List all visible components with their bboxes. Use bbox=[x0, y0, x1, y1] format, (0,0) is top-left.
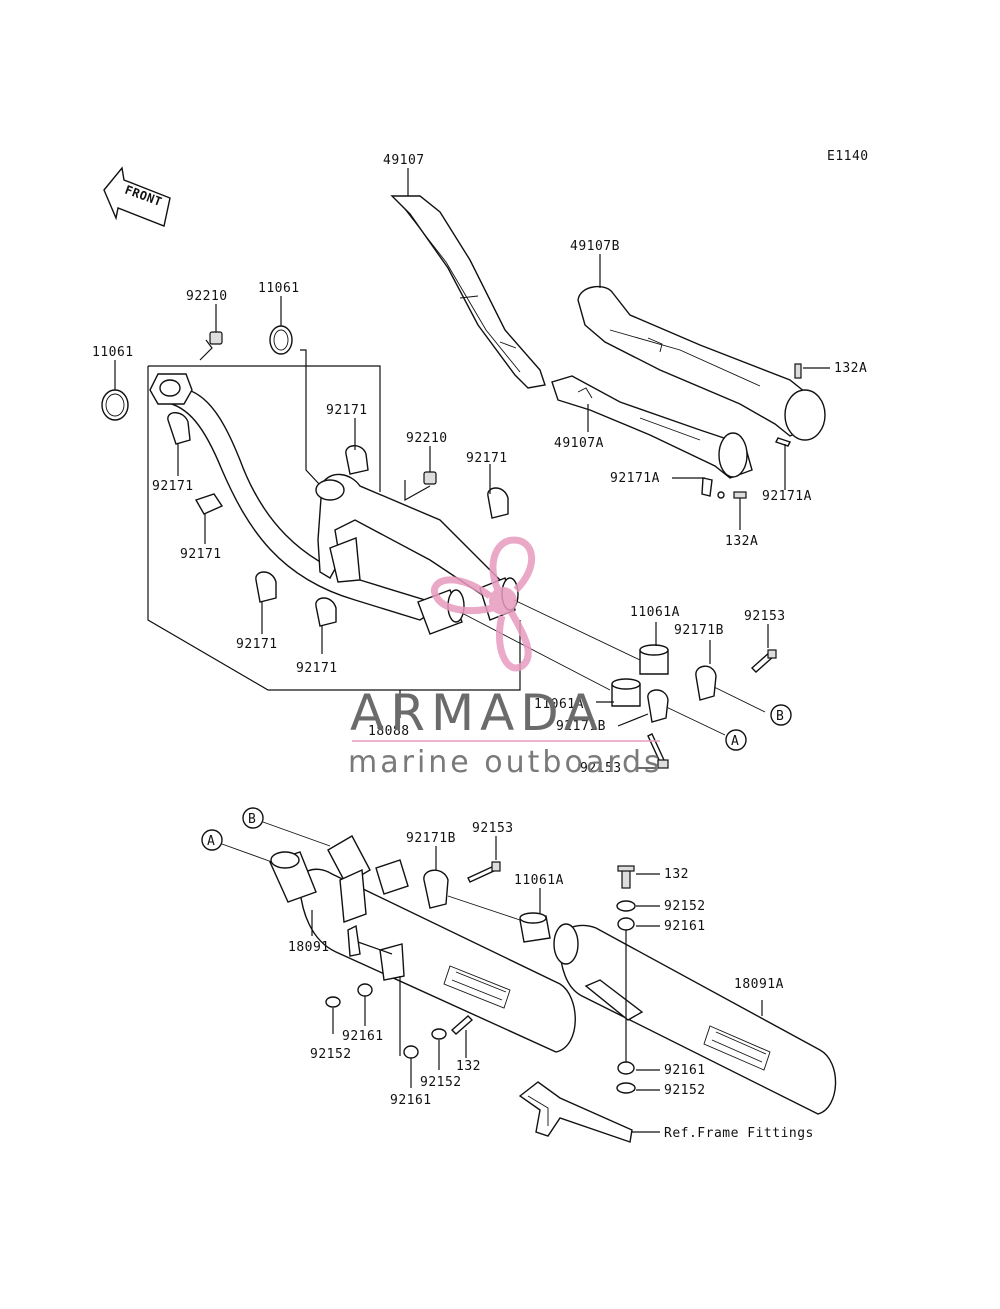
washer-92152-left bbox=[325, 996, 341, 1008]
clamp-92171-1 bbox=[167, 412, 191, 445]
callout-11061a-muffler: 11061A bbox=[514, 873, 564, 888]
callout-92171a-right: 92171A bbox=[762, 489, 812, 504]
ref-a-upper-label: A bbox=[731, 734, 739, 749]
header-pipe-rear bbox=[315, 473, 501, 602]
clamp-92171-4 bbox=[194, 493, 224, 515]
sleeve-11061a-lower bbox=[611, 678, 641, 707]
muffler-18091a bbox=[553, 923, 837, 1115]
screw-132a-upper bbox=[794, 363, 802, 379]
callout-49107b: 49107B bbox=[570, 239, 620, 254]
clamp-92171b-lower bbox=[647, 689, 669, 723]
muffler-18091 bbox=[269, 835, 576, 1053]
callout-92171b-lower: 92171B bbox=[556, 719, 606, 734]
callout-92153-lower: 92153 bbox=[580, 761, 622, 776]
header-pipe-front bbox=[149, 373, 433, 621]
callout-92153-lower-muffler: 92153 bbox=[472, 821, 514, 836]
callout-49107a: 49107A bbox=[554, 436, 604, 451]
grommet-92161-mid bbox=[403, 1045, 419, 1059]
washer-92152-right-upper bbox=[616, 900, 636, 912]
frame-fitting bbox=[518, 1081, 633, 1143]
callout-132a-upper: 132A bbox=[834, 361, 867, 376]
callout-18091: 18091 bbox=[288, 940, 330, 955]
callout-92171b-upper: 92171B bbox=[674, 623, 724, 638]
ref-marker-b-lower: B bbox=[242, 807, 264, 829]
callout-11061a-upper: 11061A bbox=[630, 605, 680, 620]
callout-92171a-left: 92171A bbox=[610, 471, 660, 486]
callout-18088: 18088 bbox=[368, 724, 410, 739]
callout-92152-left: 92152 bbox=[310, 1047, 352, 1062]
clamp-92171-6 bbox=[315, 597, 337, 627]
watermark-title: ARMADA bbox=[350, 684, 604, 742]
ref-b-lower-label: B bbox=[248, 812, 256, 827]
clamp-92171-5 bbox=[255, 571, 277, 603]
nut-92210-left bbox=[209, 331, 223, 345]
watermark-logo bbox=[431, 536, 536, 672]
diagram-code: E1140 bbox=[827, 149, 869, 164]
callout-92152-right-lower: 92152 bbox=[664, 1083, 706, 1098]
sleeve-11061a-muffler bbox=[519, 912, 551, 943]
callout-92171-6: 92171 bbox=[296, 661, 338, 676]
warning-label-18091a bbox=[703, 1025, 771, 1071]
callout-92161-mid: 92161 bbox=[390, 1093, 432, 1108]
callout-132-mid: 132 bbox=[456, 1059, 481, 1074]
callout-92171-4: 92171 bbox=[180, 547, 222, 562]
callout-92161-right-lower: 92161 bbox=[664, 1063, 706, 1078]
ref-marker-a-lower: A bbox=[201, 829, 223, 851]
washer-92152-right-lower bbox=[616, 1082, 636, 1094]
grommet-92161-left bbox=[357, 983, 373, 997]
callout-92210-left: 92210 bbox=[186, 289, 228, 304]
ref-frame-fittings: Ref.Frame Fittings bbox=[664, 1126, 814, 1141]
washer-92152-mid bbox=[431, 1028, 447, 1040]
heat-guard-49107a bbox=[551, 375, 753, 479]
front-arrow-icon: FRONT bbox=[103, 166, 171, 227]
callout-92161-right-upper: 92161 bbox=[664, 919, 706, 934]
bolt-132-mid bbox=[450, 1015, 474, 1035]
warning-label-18091 bbox=[443, 965, 511, 1009]
gasket-11061-left bbox=[101, 389, 129, 421]
callout-92171b-lower-muffler: 92171B bbox=[406, 831, 456, 846]
ref-marker-a-upper: A bbox=[725, 729, 747, 751]
callout-92152-right-upper: 92152 bbox=[664, 899, 706, 914]
heat-guard-49107b bbox=[577, 285, 826, 441]
callout-132-right: 132 bbox=[664, 867, 689, 882]
gasket-11061-mid bbox=[269, 325, 293, 355]
clamp-92171b-lower-muffler bbox=[423, 869, 449, 909]
callout-132a-lower: 132A bbox=[725, 534, 758, 549]
sleeve-11061a-upper bbox=[639, 644, 669, 675]
ref-a-lower-label: A bbox=[207, 834, 215, 849]
ref-marker-b-upper: B bbox=[770, 704, 792, 726]
bolt-92153-lower-muffler bbox=[467, 861, 501, 883]
callout-92171-2: 92171 bbox=[326, 403, 368, 418]
watermark-subtitle: marine outboards bbox=[348, 745, 663, 780]
screw-132a-lower bbox=[733, 491, 747, 499]
callout-92171-5: 92171 bbox=[236, 637, 278, 652]
callout-92161-left: 92161 bbox=[342, 1029, 384, 1044]
callout-11061a-lower: 11061A bbox=[534, 697, 584, 712]
callout-92210-mid: 92210 bbox=[406, 431, 448, 446]
ref-b-upper-label: B bbox=[776, 709, 784, 724]
grommet-92161-right-lower bbox=[617, 1061, 635, 1075]
clamp-92171-2 bbox=[345, 445, 369, 475]
clamp-92171a-left bbox=[701, 477, 725, 499]
callout-11061-mid: 11061 bbox=[258, 281, 300, 296]
callout-49107: 49107 bbox=[383, 153, 425, 168]
clamp-92171a-right bbox=[775, 437, 791, 447]
heat-guard-49107 bbox=[390, 195, 546, 389]
nut-92210-mid bbox=[423, 471, 437, 485]
callout-92153-upper: 92153 bbox=[744, 609, 786, 624]
callout-92171-3: 92171 bbox=[466, 451, 508, 466]
callout-11061-left: 11061 bbox=[92, 345, 134, 360]
bolt-132-right bbox=[617, 865, 635, 889]
callout-92171-1: 92171 bbox=[152, 479, 194, 494]
clamp-92171-3 bbox=[487, 487, 509, 519]
bolt-92153-upper bbox=[750, 649, 777, 673]
callout-92152-mid: 92152 bbox=[420, 1075, 462, 1090]
callout-18091a: 18091A bbox=[734, 977, 784, 992]
grommet-92161-right-upper bbox=[617, 917, 635, 931]
clamp-92171b-upper bbox=[695, 665, 717, 701]
